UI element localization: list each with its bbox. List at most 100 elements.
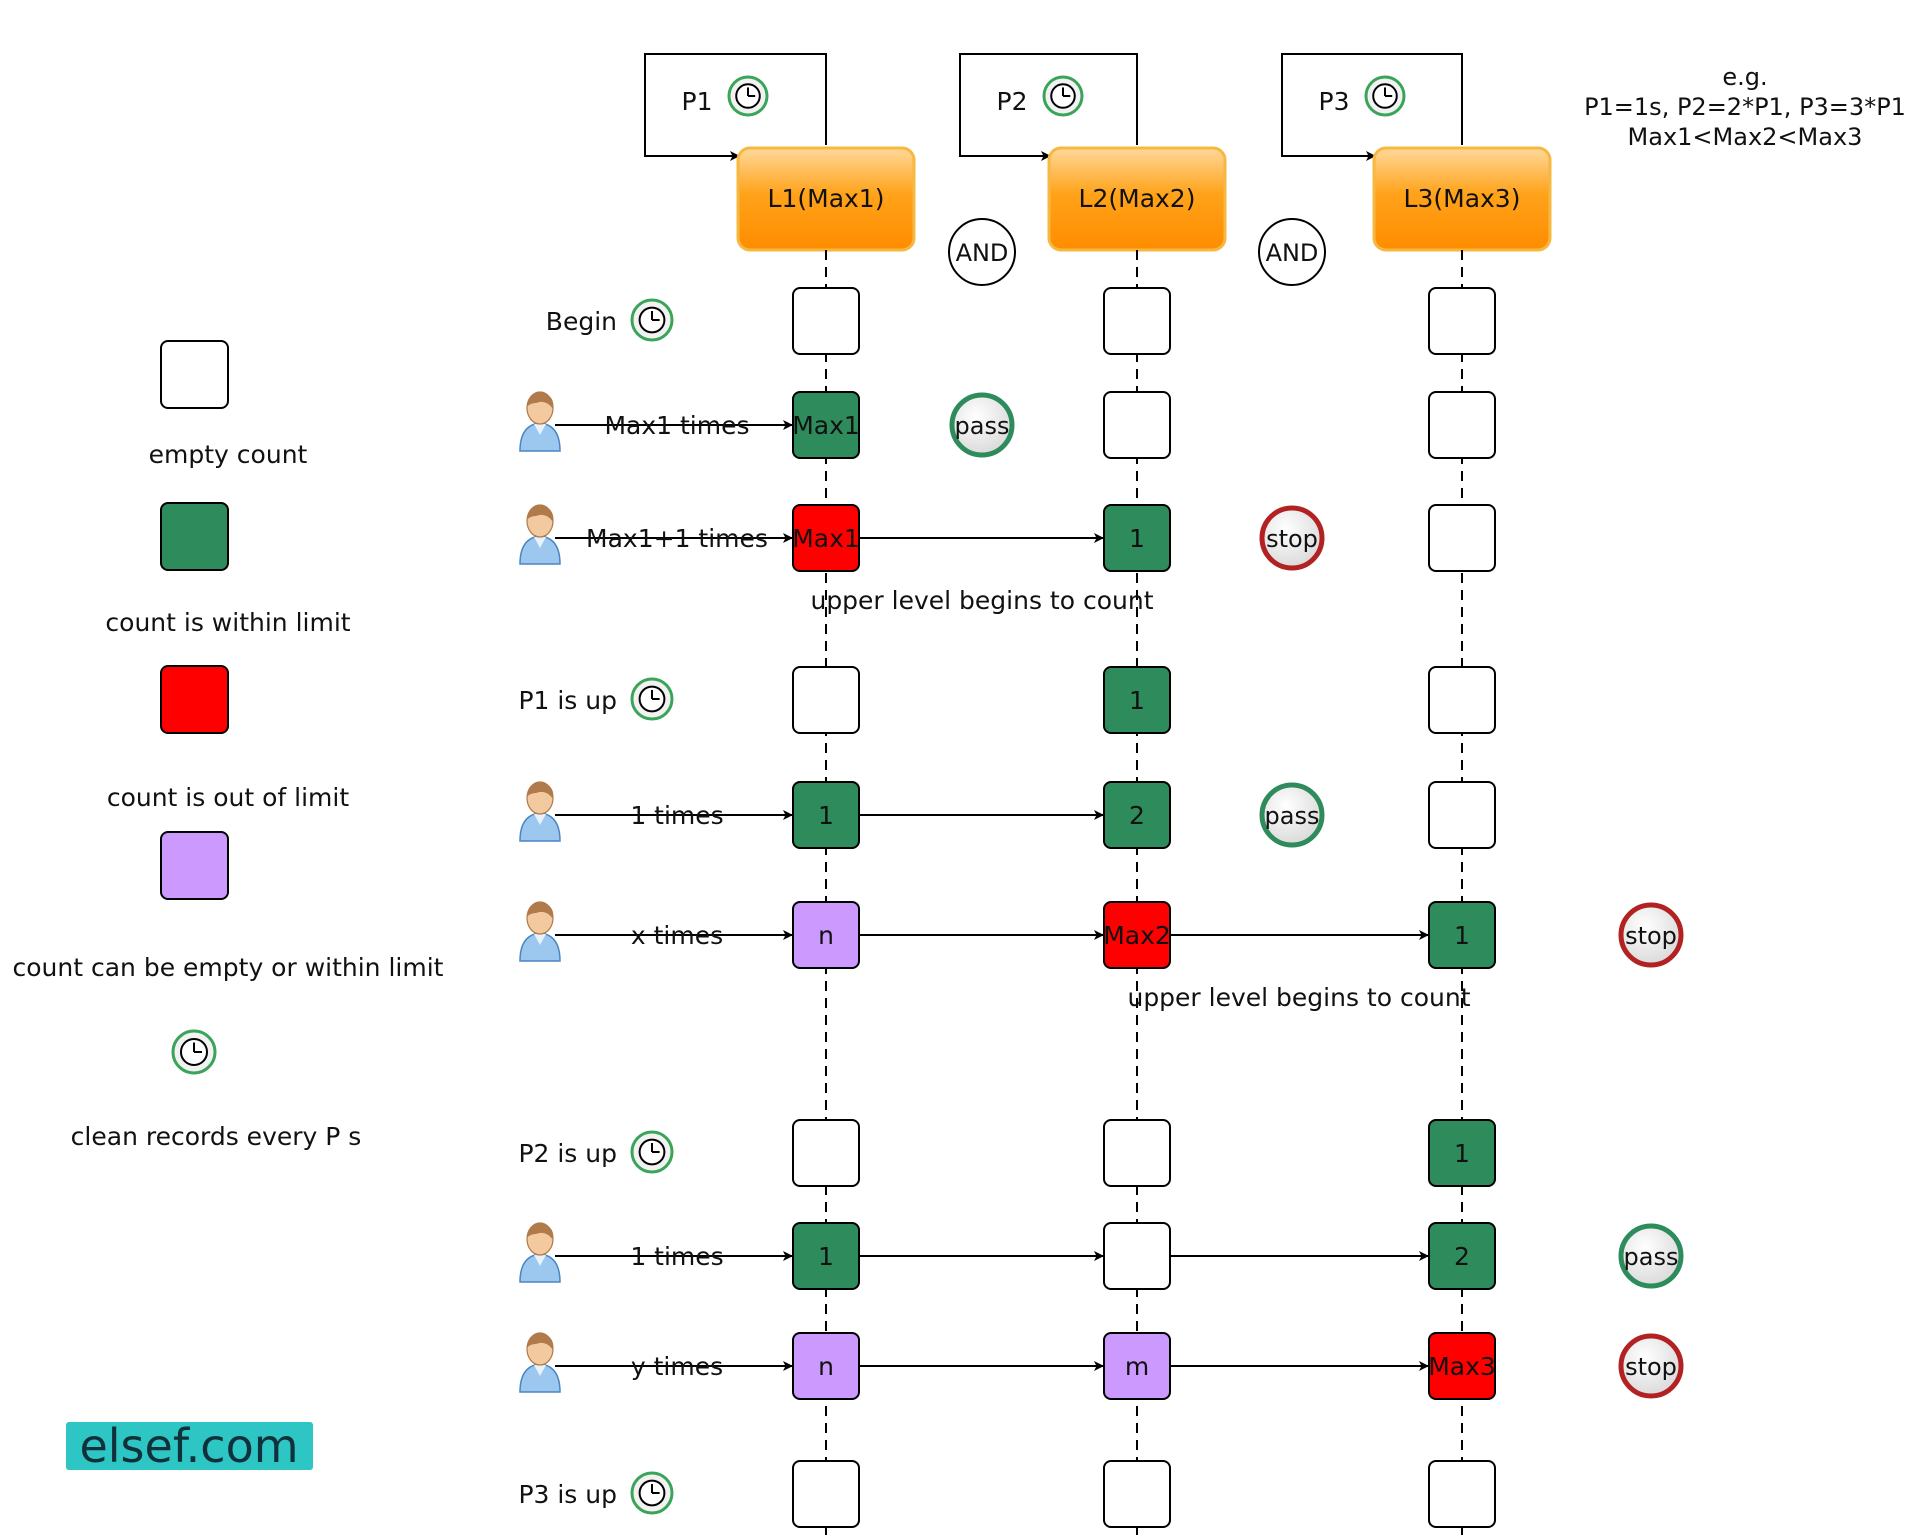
count-box bbox=[1428, 666, 1496, 734]
request-label: Max1 times bbox=[604, 411, 749, 440]
pass-label: pass bbox=[1265, 802, 1320, 830]
count-value: Max3 bbox=[1428, 1352, 1496, 1381]
timeline-row: P3 is up bbox=[518, 1460, 1496, 1528]
request-label: Max1+1 times bbox=[586, 524, 768, 553]
period-loop bbox=[644, 53, 827, 161]
count-cell-either: m bbox=[1103, 1332, 1171, 1400]
operator-label: AND bbox=[1266, 239, 1319, 267]
clock-icon bbox=[171, 1029, 217, 1075]
count-box bbox=[1103, 781, 1171, 849]
clock-icon bbox=[630, 1471, 674, 1515]
count-cell-empty bbox=[1428, 287, 1496, 355]
operator-label: AND bbox=[956, 239, 1009, 267]
count-cell-empty bbox=[1428, 781, 1496, 849]
count-cell-empty bbox=[1103, 1119, 1171, 1187]
count-box bbox=[1103, 391, 1171, 459]
count-value: n bbox=[818, 1352, 834, 1381]
count-value: 1 bbox=[1454, 921, 1470, 950]
user-icon bbox=[519, 781, 561, 842]
legend: empty count count is within limit count is… bbox=[13, 340, 444, 1151]
count-cell-empty bbox=[1428, 1460, 1496, 1528]
period-label: P1 bbox=[682, 87, 713, 116]
clock-icon bbox=[727, 75, 769, 117]
count-cell-empty bbox=[792, 1460, 860, 1528]
count-value: 1 bbox=[1129, 686, 1145, 715]
count-cell-empty bbox=[1428, 504, 1496, 572]
pass-label: pass bbox=[1624, 1243, 1679, 1271]
count-box bbox=[1428, 1460, 1496, 1528]
count-value: 1 bbox=[818, 1242, 834, 1271]
count-value: Max1 bbox=[792, 524, 860, 553]
count-cell-within: 1 bbox=[1103, 504, 1171, 572]
count-cell-within: 1 bbox=[1428, 1119, 1496, 1187]
count-cell-within: Max1 bbox=[792, 391, 860, 459]
count-box bbox=[1428, 1332, 1496, 1400]
count-box bbox=[1428, 1119, 1496, 1187]
legend-swatch bbox=[160, 665, 229, 734]
legend-item-clock: clean records every P s bbox=[71, 1029, 362, 1151]
count-cell-empty bbox=[1428, 666, 1496, 734]
legend-label: count is out of limit bbox=[107, 783, 350, 812]
timeline-row: P1 is up 1 bbox=[518, 666, 1496, 734]
logo-text: elsef.com bbox=[79, 1419, 298, 1473]
count-box bbox=[1428, 1222, 1496, 1290]
count-box bbox=[1103, 666, 1171, 734]
timeline-row: Begin bbox=[546, 287, 1496, 355]
count-cell-empty bbox=[792, 287, 860, 355]
count-box bbox=[1103, 1119, 1171, 1187]
legend-swatch bbox=[160, 502, 229, 571]
clock-icon bbox=[630, 677, 674, 721]
lifelines bbox=[825, 250, 1463, 1540]
legend-item-empty: empty count bbox=[149, 340, 308, 469]
count-cell-empty bbox=[792, 666, 860, 734]
count-value: n bbox=[818, 921, 834, 950]
period-loop bbox=[959, 53, 1138, 161]
legend-label: count can be empty or within limit bbox=[13, 953, 444, 982]
count-box bbox=[792, 781, 860, 849]
user-icon bbox=[519, 901, 561, 962]
count-box bbox=[792, 287, 860, 355]
and-operator: AND bbox=[1258, 218, 1326, 286]
count-cell-either: n bbox=[792, 1332, 860, 1400]
event-label: P3 is up bbox=[518, 1480, 617, 1509]
count-cell-within: 1 bbox=[1428, 901, 1496, 969]
user-icon bbox=[519, 504, 561, 565]
stop-label: stop bbox=[1625, 1353, 1677, 1381]
count-value: Max1 bbox=[792, 411, 860, 440]
stop-badge: stop bbox=[1259, 505, 1325, 571]
pass-label: pass bbox=[955, 412, 1010, 440]
count-box bbox=[792, 1332, 860, 1400]
count-cell-empty bbox=[1428, 391, 1496, 459]
legend-item-either: count can be empty or within limit bbox=[13, 831, 444, 982]
legend-label: count is within limit bbox=[105, 608, 350, 637]
count-box bbox=[1428, 391, 1496, 459]
count-cell-within: 1 bbox=[792, 781, 860, 849]
count-cell-empty bbox=[1103, 1460, 1171, 1528]
event-label: Begin bbox=[546, 307, 617, 336]
example-line-2: P1=1s, P2=2*P1, P3=3*P1 bbox=[1584, 93, 1906, 121]
legend-label: clean records every P s bbox=[71, 1122, 362, 1151]
user-icon bbox=[519, 391, 561, 452]
legend-item-out: count is out of limit bbox=[107, 665, 350, 812]
count-box bbox=[792, 901, 860, 969]
and-operator: AND bbox=[948, 218, 1016, 286]
count-value: 1 bbox=[1454, 1139, 1470, 1168]
request-label: x times bbox=[631, 921, 723, 950]
count-cell-either: n bbox=[792, 901, 860, 969]
count-value: 1 bbox=[1129, 524, 1145, 553]
event-label: P1 is up bbox=[518, 686, 617, 715]
count-cell-out: Max3 bbox=[1428, 1332, 1496, 1400]
count-cell-out: Max1 bbox=[792, 504, 860, 572]
period-label: P3 bbox=[1319, 87, 1350, 116]
count-box bbox=[1428, 287, 1496, 355]
example-line-3: Max1<Max2<Max3 bbox=[1628, 123, 1863, 151]
count-box bbox=[1428, 901, 1496, 969]
count-box bbox=[792, 504, 860, 572]
